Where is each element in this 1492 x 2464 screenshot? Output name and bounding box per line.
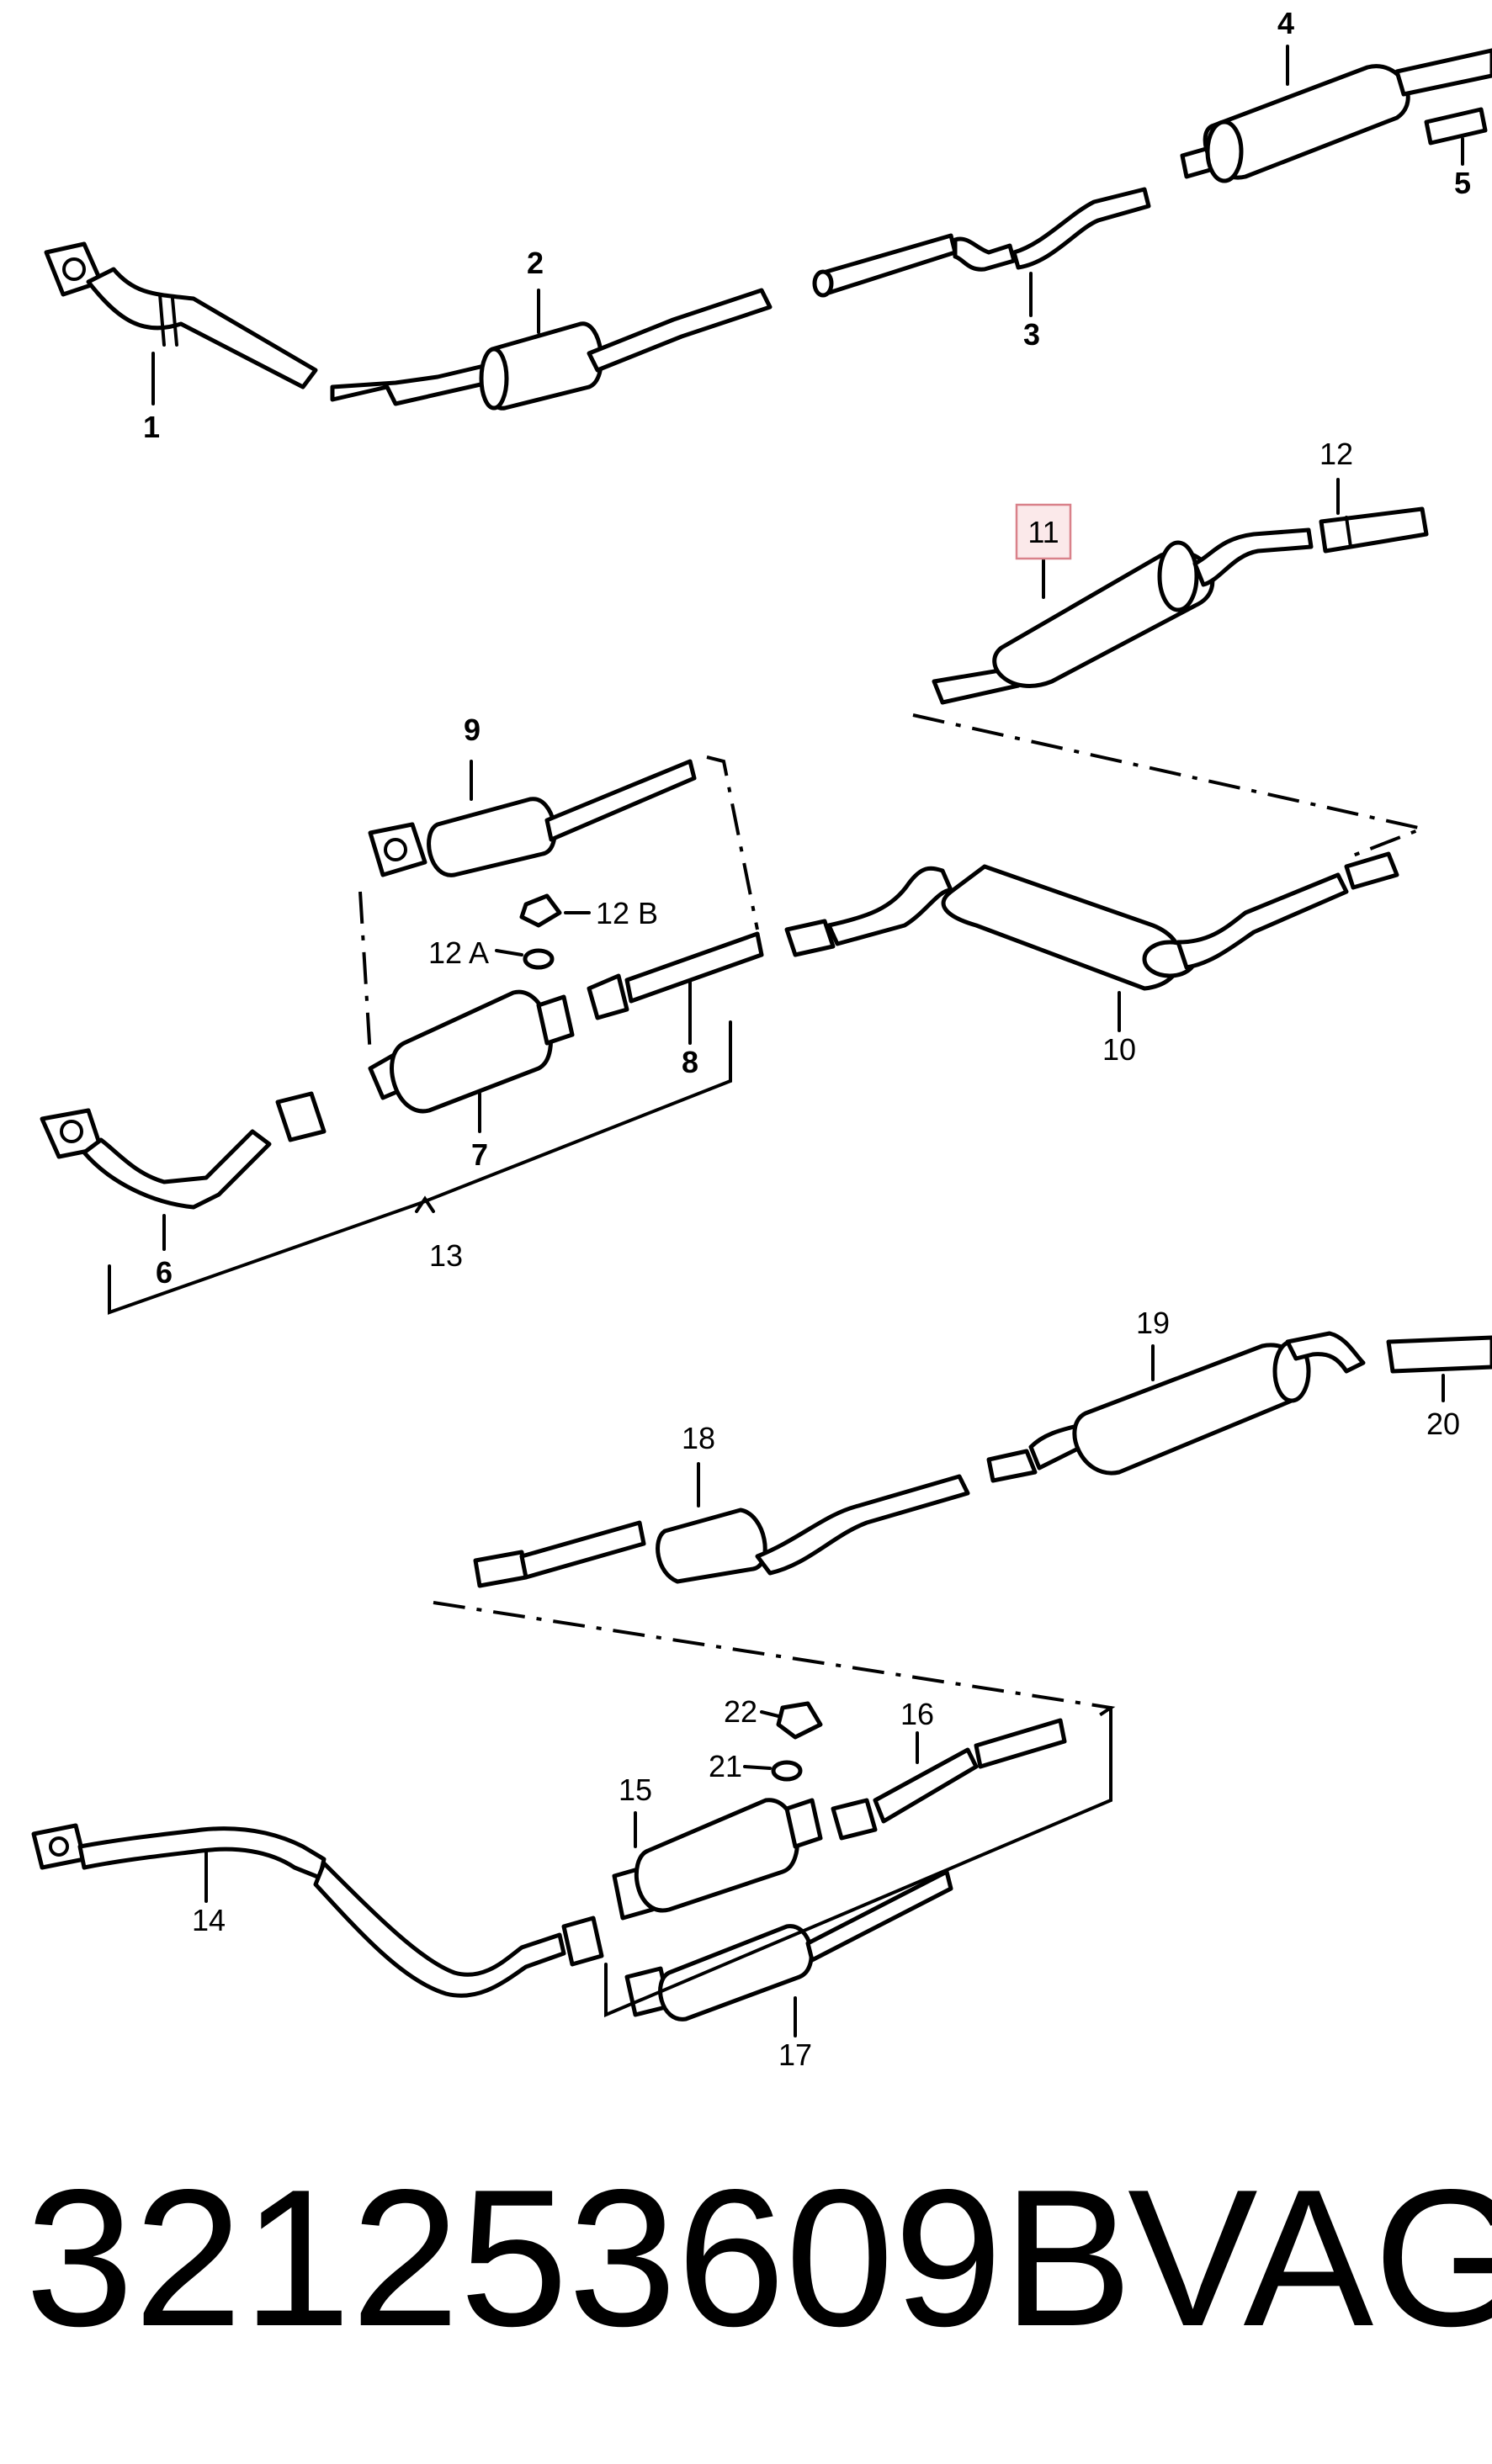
section-lower: [31, 1331, 1492, 2037]
callout-20: 20: [1426, 1407, 1460, 1441]
callout-11-highlight[interactable]: 11: [1015, 503, 1072, 560]
part-1-front-pipe[interactable]: [44, 241, 318, 405]
exhaust-parts-diagram: 1 2 3 4 5 6 7 8 9 10 11 12 12 A 12 B 13 …: [31, 6, 1492, 2072]
part-number-label: 321253609B: [25, 2149, 1133, 2367]
assembly-line-9: [358, 891, 372, 1057]
part-7-catalytic-converter[interactable]: [368, 989, 575, 1133]
assembly-line-9b: [706, 755, 759, 930]
callout-4: 4: [1277, 6, 1294, 40]
part-12-tailpipe[interactable]: [1319, 478, 1429, 554]
part-16-pipe[interactable]: [831, 1718, 1067, 1841]
callout-2: 2: [527, 246, 544, 280]
callout-12: 12: [1319, 437, 1353, 471]
part-2-front-muffler[interactable]: [330, 288, 773, 411]
callout-labels: 1 2 3 4 5 6 7 8 9 10 11 12 12 A 12 B 13 …: [143, 6, 1471, 2072]
part-18-resonator-pipe[interactable]: [473, 1462, 970, 1588]
callout-12a: 12 A: [428, 935, 489, 970]
part-8-pipe[interactable]: [587, 931, 764, 1045]
part-5-tailpipe-tip[interactable]: [1424, 107, 1488, 166]
callout-7: 7: [471, 1137, 488, 1172]
callout-5: 5: [1454, 166, 1471, 200]
part-6-front-pipe[interactable]: [40, 1091, 327, 1251]
part-21-gasket[interactable]: [743, 1760, 803, 1782]
part-14-front-pipe[interactable]: [31, 1823, 604, 1998]
part-4-rear-muffler[interactable]: [1180, 45, 1492, 183]
callout-8: 8: [682, 1045, 698, 1079]
brand-label: VAG: [1128, 2149, 1492, 2367]
callout-12b: 12 B: [596, 896, 658, 930]
callout-14: 14: [192, 1903, 226, 1937]
callout-17: 17: [778, 2037, 812, 2072]
callout-16: 16: [900, 1697, 934, 1731]
callout-6: 6: [156, 1255, 173, 1290]
bracket-13: [108, 1020, 732, 1315]
callout-11: 11: [1027, 515, 1059, 549]
callout-15: 15: [619, 1772, 652, 1807]
callout-19: 19: [1136, 1306, 1170, 1340]
callout-18: 18: [682, 1421, 715, 1455]
part-9-pre-muffler[interactable]: [368, 759, 697, 877]
assembly-line-11: [912, 713, 1428, 860]
callout-3: 3: [1023, 317, 1040, 352]
bracket-15-17: [604, 1706, 1112, 2018]
assembly-line-18: [433, 1601, 1116, 1718]
part-20-tailpipe[interactable]: [1386, 1335, 1492, 1402]
callout-1: 1: [143, 410, 160, 444]
part-19-rear-muffler[interactable]: [986, 1331, 1366, 1483]
callout-21: 21: [709, 1749, 742, 1783]
part-22-nut[interactable]: [760, 1701, 823, 1740]
part-15-catalytic-converter[interactable]: [612, 1798, 823, 1921]
part-12a-gasket[interactable]: [495, 948, 555, 970]
part-10-center-muffler[interactable]: [784, 851, 1399, 1032]
part-3-intermediate-pipe[interactable]: [812, 187, 1151, 317]
section-top: [44, 45, 1492, 411]
callout-9: 9: [464, 713, 481, 747]
callout-13: 13: [429, 1238, 463, 1273]
part-11-rear-muffler[interactable]: [932, 527, 1314, 705]
part-12b-nut[interactable]: [519, 893, 591, 928]
section-middle: [40, 478, 1429, 1315]
part-17-pre-muffler[interactable]: [624, 1869, 953, 2037]
callout-10: 10: [1102, 1032, 1136, 1067]
callout-22: 22: [724, 1694, 757, 1729]
